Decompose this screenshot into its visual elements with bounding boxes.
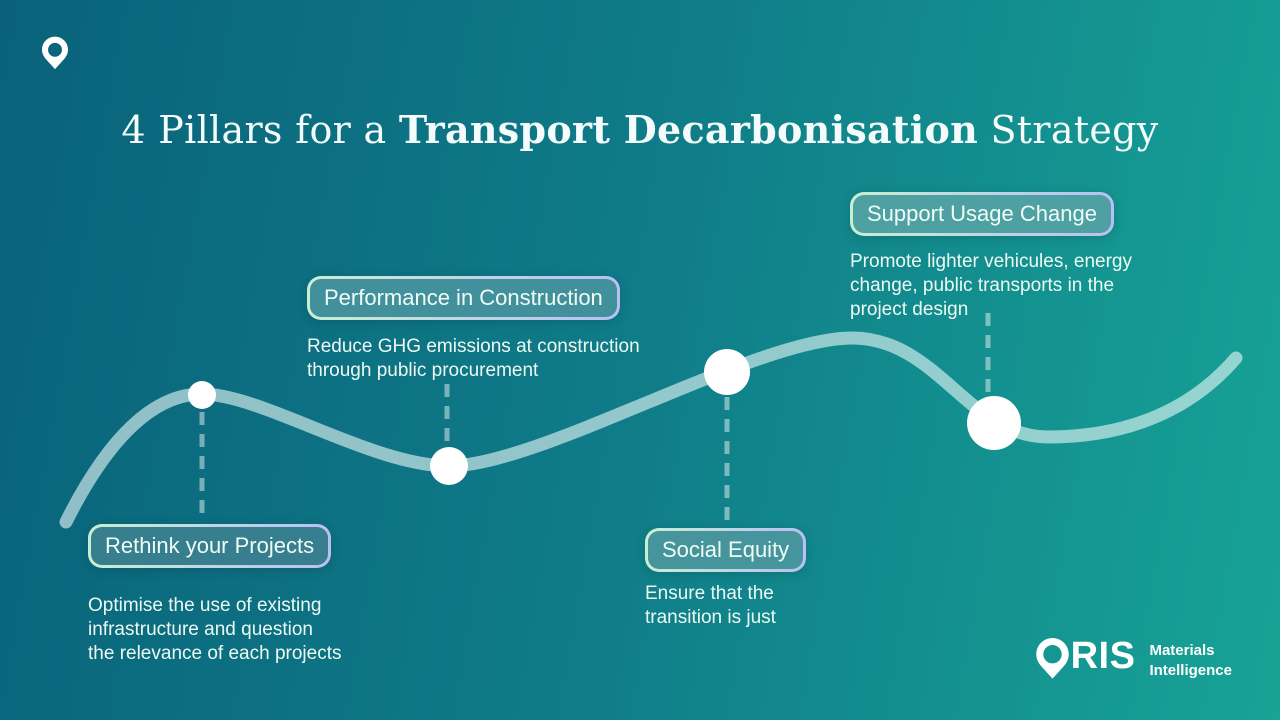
pillar-description: Promote lighter vehicules, energy change… [850, 250, 1132, 322]
title-suffix: Strategy [978, 108, 1159, 153]
title-prefix: 4 Pillars for a [121, 108, 399, 153]
oris-logo: RIS Materials Intelligence [1035, 635, 1232, 684]
milestone-dot-4 [967, 396, 1021, 450]
pillar-social-equity: Social Equity Ensure that the transition… [645, 528, 807, 630]
title-emphasis: Transport Decarbonisation [398, 107, 979, 153]
page-title: 4 Pillars for a Transport Decarbonisatio… [0, 107, 1280, 152]
pillar-label: Performance in Construction [310, 279, 617, 318]
pillar-description: Reduce GHG emissions at construction thr… [307, 335, 640, 383]
milestone-dot-1 [188, 381, 216, 409]
milestone-dot-2 [430, 447, 468, 485]
description-line: project design [850, 299, 969, 321]
milestone-dot-3 [704, 349, 750, 395]
description-line: Optimise the use of existing [88, 595, 322, 617]
description-line: Promote lighter vehicules, energy [850, 251, 1132, 273]
pillar-support-usage-change: Support Usage Change Promote lighter veh… [850, 192, 1132, 322]
pillar-label-pill: Rethink your Projects [88, 524, 332, 569]
map-pin-icon [1035, 638, 1069, 679]
pillar-label-pill: Support Usage Change [850, 192, 1114, 237]
pillar-label: Support Usage Change [853, 195, 1111, 234]
pillar-label: Social Equity [648, 531, 804, 570]
map-pin-icon [42, 36, 68, 74]
wordmark-text: RIS [1070, 635, 1136, 677]
oris-wordmark: RIS [1035, 635, 1136, 684]
logo-tagline: Materials Intelligence [1149, 641, 1232, 681]
tagline-line: Intelligence [1149, 662, 1232, 679]
description-line: infrastructure and question [88, 619, 313, 641]
pillar-label: Rethink your Projects [91, 527, 329, 566]
description-line: Ensure that the [645, 583, 774, 605]
pillar-description: Optimise the use of existing infrastruct… [88, 594, 342, 666]
pillar-rethink-your-projects: Rethink your Projects Optimise the use o… [88, 524, 342, 666]
pillar-label-pill: Social Equity [645, 528, 807, 573]
pillar-label-pill: Performance in Construction [307, 276, 620, 321]
description-line: Reduce GHG emissions at construction [307, 336, 640, 358]
description-line: transition is just [645, 607, 776, 629]
journey-curve [59, 331, 1243, 529]
tagline-line: Materials [1149, 642, 1215, 659]
description-line: through public procurement [307, 360, 539, 382]
pillar-performance-in-construction: Performance in Construction Reduce GHG e… [307, 276, 640, 383]
pillar-description: Ensure that the transition is just [645, 582, 806, 630]
description-line: change, public transports in the [850, 275, 1115, 297]
description-line: the relevance of each projects [88, 643, 342, 665]
